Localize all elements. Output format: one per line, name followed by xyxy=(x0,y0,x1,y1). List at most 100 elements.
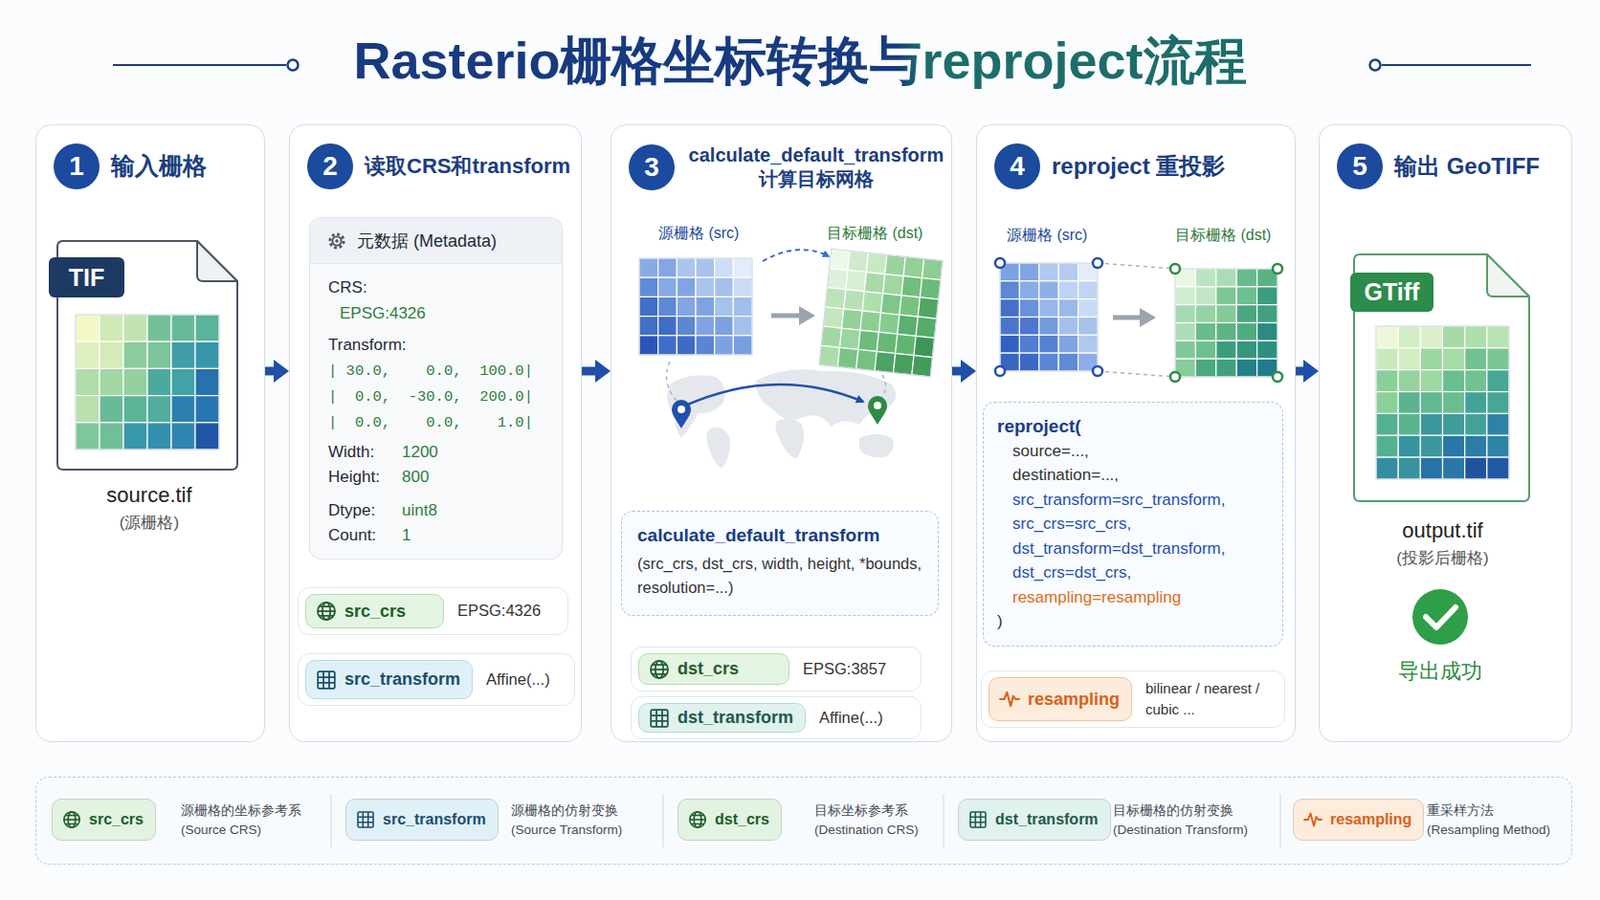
rule-line xyxy=(330,794,333,848)
shape-rect xyxy=(922,258,944,280)
shape-rect xyxy=(99,314,124,342)
panel-heading: 2读取CRS和transform xyxy=(307,143,571,190)
shape-rect xyxy=(317,671,335,689)
flow-arrow xyxy=(581,367,596,377)
shape-rect xyxy=(1175,340,1196,359)
shape-group xyxy=(970,812,986,828)
shape-rect xyxy=(147,314,172,342)
shape-rect xyxy=(99,422,124,450)
shape-rect xyxy=(1195,268,1216,288)
shape-rect xyxy=(1000,281,1020,300)
shape-rect xyxy=(676,296,696,316)
shape-rect xyxy=(1216,323,1237,342)
shape-rect xyxy=(1195,323,1216,342)
shape-rect xyxy=(1257,287,1278,306)
parameter-row: src_transformAffine(...) xyxy=(297,653,576,707)
panel-title: reproject 重投影 xyxy=(1051,152,1225,181)
transform-matrix-row: | 30.0, 0.0, 100.0| xyxy=(328,360,534,382)
globe-icon xyxy=(62,810,82,830)
shape-rect xyxy=(695,335,715,356)
shape-rect xyxy=(858,330,880,352)
shape-rect xyxy=(1443,435,1466,458)
round-dot xyxy=(995,258,1005,268)
shape-rect xyxy=(1039,317,1059,336)
code-line: dst_crs=dst_crs, xyxy=(997,560,1269,586)
shape-rect xyxy=(1058,317,1078,336)
parameter-pill: dst_transform xyxy=(638,703,806,734)
shape-rect xyxy=(883,274,905,296)
shape-rect xyxy=(733,277,753,297)
shape-rect xyxy=(1487,435,1510,458)
shape-rect xyxy=(288,124,582,743)
arrow-head xyxy=(799,306,816,326)
parameter-value: EPSG:3857 xyxy=(802,658,887,682)
metadata-heading: 元数据 (Metadata) xyxy=(356,229,497,253)
shape-rect xyxy=(1019,334,1039,354)
shape-rect xyxy=(639,258,753,356)
shape-rect xyxy=(1443,326,1466,349)
rule-line xyxy=(650,668,668,671)
function-name: calculate_default_transform xyxy=(637,525,923,547)
transform-matrix-row: | 0.0, -30.0, 200.0| xyxy=(328,386,534,408)
shape-rect xyxy=(1039,281,1059,300)
shape-path xyxy=(650,710,668,728)
shape-path xyxy=(666,361,678,402)
code-line: reproject( xyxy=(997,414,1269,440)
shape-rect xyxy=(99,368,124,396)
shape-rect xyxy=(1420,392,1443,415)
shape-rect xyxy=(1487,392,1510,415)
rule-line xyxy=(1381,64,1532,67)
shape-rect xyxy=(1058,299,1078,318)
grid-icon xyxy=(355,810,376,830)
grid-label: 源栅格 (src) xyxy=(658,223,739,245)
shape-rect xyxy=(822,307,845,329)
status-label: 导出成功 xyxy=(1382,657,1498,687)
shape-rect xyxy=(171,368,196,396)
shape-rect xyxy=(903,256,925,278)
shape-rect xyxy=(860,311,882,333)
shape-rect xyxy=(1376,392,1399,415)
shape-rect xyxy=(1078,281,1098,300)
shape-rect xyxy=(658,258,678,278)
shape-rect xyxy=(1195,340,1216,359)
shape-rect xyxy=(1236,305,1257,324)
shape-group xyxy=(75,248,1510,480)
shape-rect xyxy=(899,295,921,317)
shape-rect xyxy=(1216,358,1237,378)
shape-group xyxy=(689,812,706,828)
shape-rect xyxy=(695,277,715,297)
shape-rect xyxy=(1376,370,1399,393)
shape-rect xyxy=(123,396,148,423)
shape-rect xyxy=(1420,370,1443,393)
shape-path xyxy=(880,375,887,400)
round-dot xyxy=(1272,372,1283,382)
shape-path xyxy=(1487,254,1530,297)
panel-title: 输入栅格 xyxy=(111,151,207,181)
rule-line xyxy=(112,64,287,67)
step-panel: 4reproject 重投影reproject(source=...,desti… xyxy=(976,124,1296,743)
shape-rect xyxy=(1236,323,1257,342)
shape-rect xyxy=(1058,281,1078,300)
shape-rect xyxy=(1443,370,1466,393)
shape-path xyxy=(775,419,804,460)
shape-rect xyxy=(1236,268,1257,288)
legend-bar: src_crs源栅格的坐标参考系 (Source CRS)src_transfo… xyxy=(35,777,1573,866)
shape-rect xyxy=(75,368,100,396)
shape-rect xyxy=(1039,334,1059,354)
wave-icon xyxy=(1303,810,1323,830)
step-number: 5 xyxy=(1336,143,1383,190)
parameter-row: dst_transformAffine(...) xyxy=(630,696,922,740)
shape-group xyxy=(995,258,1283,382)
shape-path xyxy=(867,396,888,425)
round-dot xyxy=(873,401,882,410)
shape-rect xyxy=(1318,124,1573,743)
shape-path xyxy=(859,434,894,458)
shape-rect xyxy=(650,710,668,728)
shape-path xyxy=(1425,607,1456,628)
shape-rect xyxy=(676,335,696,356)
shape-rect xyxy=(1420,326,1443,349)
shape-rect xyxy=(714,316,734,336)
shape-rect xyxy=(1398,413,1421,436)
shape-rect xyxy=(1465,435,1488,458)
code-line: resampling=resampling xyxy=(997,585,1269,611)
